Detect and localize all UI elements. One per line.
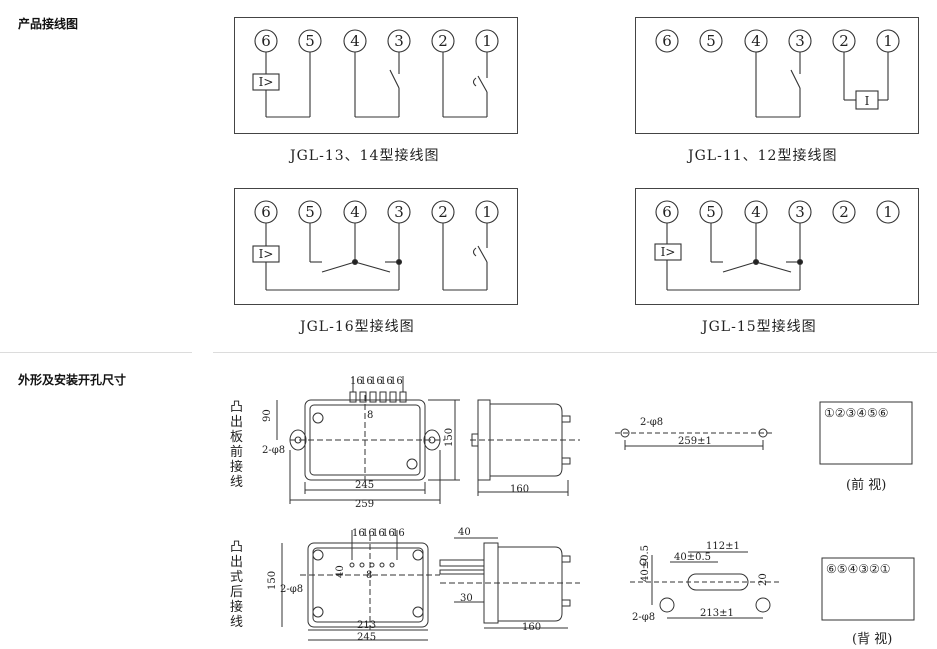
dim-2phi8: 2-φ8 bbox=[262, 445, 285, 456]
terminal-6-label: 6 bbox=[662, 203, 672, 221]
relay-label: I bbox=[865, 94, 870, 108]
caption-jgl15: JGL-15型接线图 bbox=[702, 319, 817, 335]
terminal-1-label: 1 bbox=[482, 32, 492, 50]
rear-mount-label: 凸出式后接线 bbox=[230, 540, 244, 630]
caption-jgl16: JGL-16型接线图 bbox=[300, 319, 415, 335]
terminal-2-label: 2 bbox=[839, 203, 849, 221]
terminal-6-label: 6 bbox=[261, 32, 271, 50]
dim-30: 30 bbox=[460, 593, 473, 604]
dim-top-16: 16 bbox=[352, 528, 365, 539]
dim-213pm1: 213±1 bbox=[700, 608, 734, 619]
dim-2phi8: 2-φ8 bbox=[632, 612, 655, 623]
terminal-5-label: 5 bbox=[305, 203, 315, 221]
terminal-6-label: 6 bbox=[662, 32, 672, 50]
dim-8: 8 bbox=[366, 570, 372, 581]
dim-top-16: 16 bbox=[382, 528, 395, 539]
wiring-box-jgl15 bbox=[635, 188, 919, 305]
dim-top-16: 16 bbox=[350, 376, 363, 387]
dim-2phi8: 2-φ8 bbox=[640, 417, 663, 428]
terminal-1-label: 1 bbox=[482, 203, 492, 221]
terminal-2-label: 2 bbox=[839, 32, 849, 50]
terminal-1-label: 1 bbox=[883, 203, 893, 221]
terminal-5-label: 5 bbox=[706, 32, 716, 50]
terminal-3-label: 3 bbox=[394, 203, 404, 221]
section-title-wiring: 产品接线图 bbox=[18, 17, 79, 31]
dim-top-16: 16 bbox=[362, 528, 375, 539]
dim-40pm05: 40±0.5 bbox=[674, 552, 711, 563]
front-view-caption: (前 视) bbox=[846, 478, 887, 493]
dim-top-16: 16 bbox=[390, 376, 403, 387]
dim-40: 40 bbox=[458, 527, 471, 538]
dim-259: 259 bbox=[355, 499, 374, 510]
front-view-numbers: ①②③④⑤⑥ bbox=[824, 406, 889, 420]
terminal-6-label: 6 bbox=[261, 203, 271, 221]
dim-top-16: 16 bbox=[380, 376, 393, 387]
dim-150: 150 bbox=[267, 571, 278, 590]
back-view-numbers: ⑥⑤④③②① bbox=[826, 562, 891, 576]
diagram-jgl16 bbox=[252, 200, 499, 291]
front-mount-label: 凸出板前接线 bbox=[230, 400, 244, 490]
dim-8: 8 bbox=[367, 410, 373, 421]
caption-jgl13: JGL-13、14型接线图 bbox=[290, 148, 440, 164]
dim-top-16: 16 bbox=[372, 528, 385, 539]
terminal-4-label: 4 bbox=[751, 32, 761, 50]
divider-right bbox=[213, 352, 937, 353]
dim-top-16: 16 bbox=[392, 528, 405, 539]
terminal-1-label: 1 bbox=[883, 32, 893, 50]
dim-112pm1: 112±1 bbox=[706, 541, 740, 552]
diagram-jgl11 bbox=[655, 29, 900, 118]
relay-label: I> bbox=[259, 75, 274, 89]
wiring-box-jgl16 bbox=[234, 188, 518, 305]
dim-245: 245 bbox=[355, 480, 374, 491]
back-view-caption: (背 视) bbox=[852, 632, 893, 647]
dim-150: 150 bbox=[444, 428, 455, 447]
diagram-jgl15 bbox=[654, 200, 900, 291]
dim-20: 20 bbox=[758, 573, 769, 586]
terminal-4-label: 4 bbox=[350, 32, 360, 50]
divider-left bbox=[0, 352, 192, 353]
dim-40: 40 bbox=[335, 565, 346, 578]
terminal-4-label: 4 bbox=[751, 203, 761, 221]
terminal-3-label: 3 bbox=[394, 32, 404, 50]
terminal-2-label: 2 bbox=[438, 32, 448, 50]
relay-label: I> bbox=[661, 245, 676, 259]
terminal-labels: 6 5 4 3 2 1 6 5 4 3 2 1 6 5 4 3 2 1 6 5 … bbox=[261, 32, 893, 221]
terminal-5-label: 5 bbox=[305, 32, 315, 50]
terminal-4-label: 4 bbox=[350, 203, 360, 221]
wiring-box-jgl13 bbox=[234, 17, 518, 134]
dim-160: 160 bbox=[510, 484, 529, 495]
dim-160: 160 bbox=[522, 622, 541, 633]
section-title-dimensions: 外形及安装开孔尺寸 bbox=[18, 373, 127, 387]
dim-top-16: 16 bbox=[360, 376, 373, 387]
terminal-2-label: 2 bbox=[438, 203, 448, 221]
terminal-3-label: 3 bbox=[795, 203, 805, 221]
dimension-drawings bbox=[276, 376, 915, 641]
wiring-box-jgl11 bbox=[635, 17, 919, 134]
dim-top-16: 16 bbox=[370, 376, 383, 387]
dim-2phi8: 2-φ8 bbox=[280, 584, 303, 595]
relay-label: I> bbox=[259, 247, 274, 261]
dim-213: 213 bbox=[357, 620, 376, 631]
diagram-jgl13 bbox=[252, 29, 499, 118]
dim-259pm1: 259±1 bbox=[678, 436, 712, 447]
dim-245: 245 bbox=[357, 632, 376, 643]
terminal-5-label: 5 bbox=[706, 203, 716, 221]
terminal-3-label: 3 bbox=[795, 32, 805, 50]
dim-40pm05: 40±0.5 bbox=[640, 545, 651, 582]
dim-90: 90 bbox=[262, 409, 273, 422]
caption-jgl11: JGL-11、12型接线图 bbox=[688, 148, 838, 164]
